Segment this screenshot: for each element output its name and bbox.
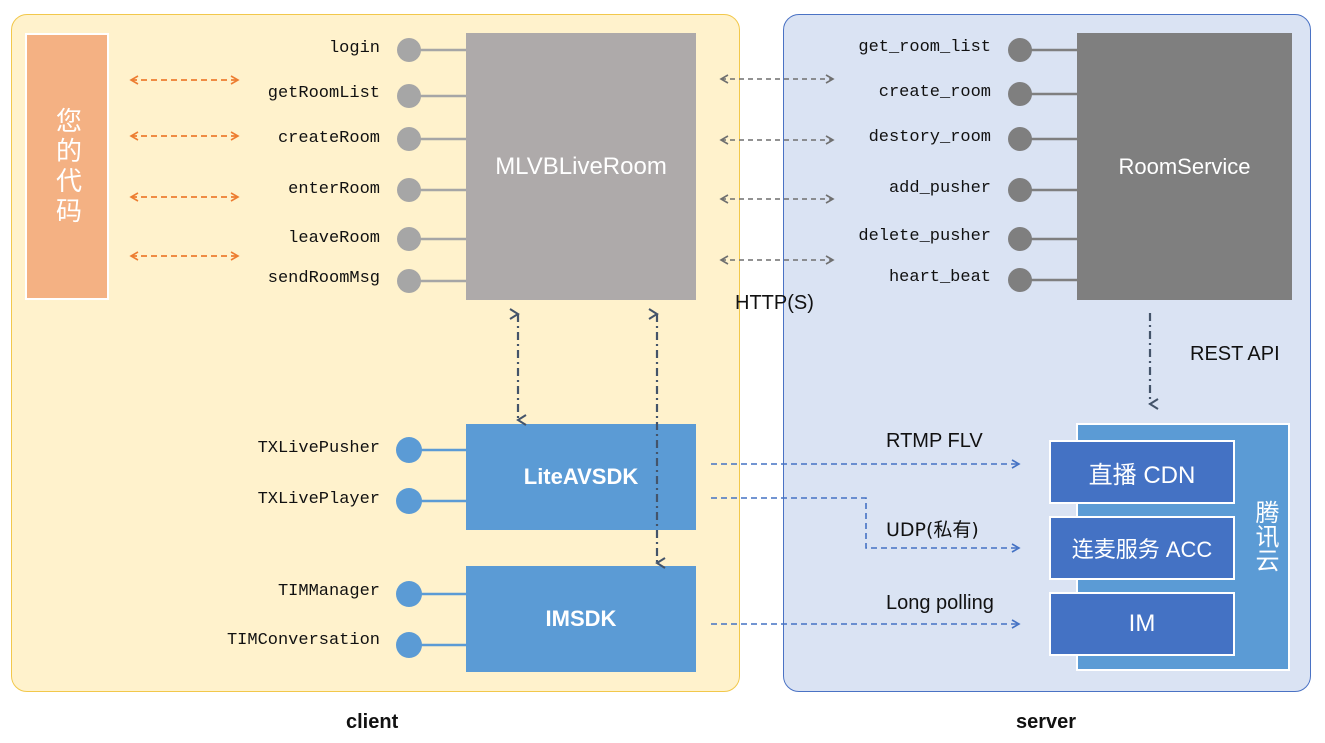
http-arrows (719, 74, 835, 265)
live-cdn-box: 直播 CDN (1049, 440, 1235, 504)
server-footer-label: server (1016, 711, 1077, 733)
api-create-room-server: create_room (878, 83, 991, 102)
api-tx-live-player: TXLivePlayer (257, 490, 380, 509)
api-tim-conversation: TIMConversation (226, 631, 380, 650)
api-tx-live-pusher: TXLivePusher (257, 439, 380, 458)
long-polling-label: Long polling (886, 592, 994, 614)
http-label: HTTP(S) (735, 292, 814, 314)
rest-api-label: REST API (1190, 343, 1280, 365)
api-get-room-list: getRoomList (267, 84, 380, 103)
tencent-cloud-label: 腾讯云 (1251, 500, 1279, 572)
imsdk-box: IMSDK (466, 566, 696, 672)
room-service-box: RoomService (1077, 33, 1292, 300)
acc-service-box: 连麦服务 ACC (1049, 516, 1235, 580)
mlvb-live-room-box: MLVBLiveRoom (466, 33, 696, 300)
api-add-pusher-server: add_pusher (888, 179, 991, 198)
api-tim-manager: TIMManager (277, 582, 380, 601)
code-call-arrows (129, 75, 240, 261)
api-get-room-list-server: get_room_list (858, 38, 991, 57)
rtmp-flv-label: RTMP FLV (886, 430, 983, 452)
api-send-room-msg: sendRoomMsg (267, 269, 380, 288)
client-footer-label: client (346, 711, 399, 733)
api-create-room: createRoom (277, 129, 380, 148)
im-service-box: IM (1049, 592, 1235, 656)
server-api-connectors (1008, 38, 1077, 292)
client-api-connectors (397, 38, 466, 293)
api-leave-room: leaveRoom (288, 229, 380, 248)
vertical-links (509, 308, 1159, 569)
udp-label: UDP(私有) (886, 519, 979, 541)
api-heart-beat-server: heart_beat (888, 268, 991, 287)
media-flow-arrows (711, 459, 1021, 629)
api-destory-room-server: destory_room (868, 128, 991, 147)
api-login: login (328, 39, 380, 58)
sdk-api-connectors (396, 437, 466, 658)
your-code-box: 您的代码 (25, 33, 109, 300)
api-enter-room: enterRoom (288, 180, 380, 199)
api-delete-pusher-server: delete_pusher (858, 227, 991, 246)
